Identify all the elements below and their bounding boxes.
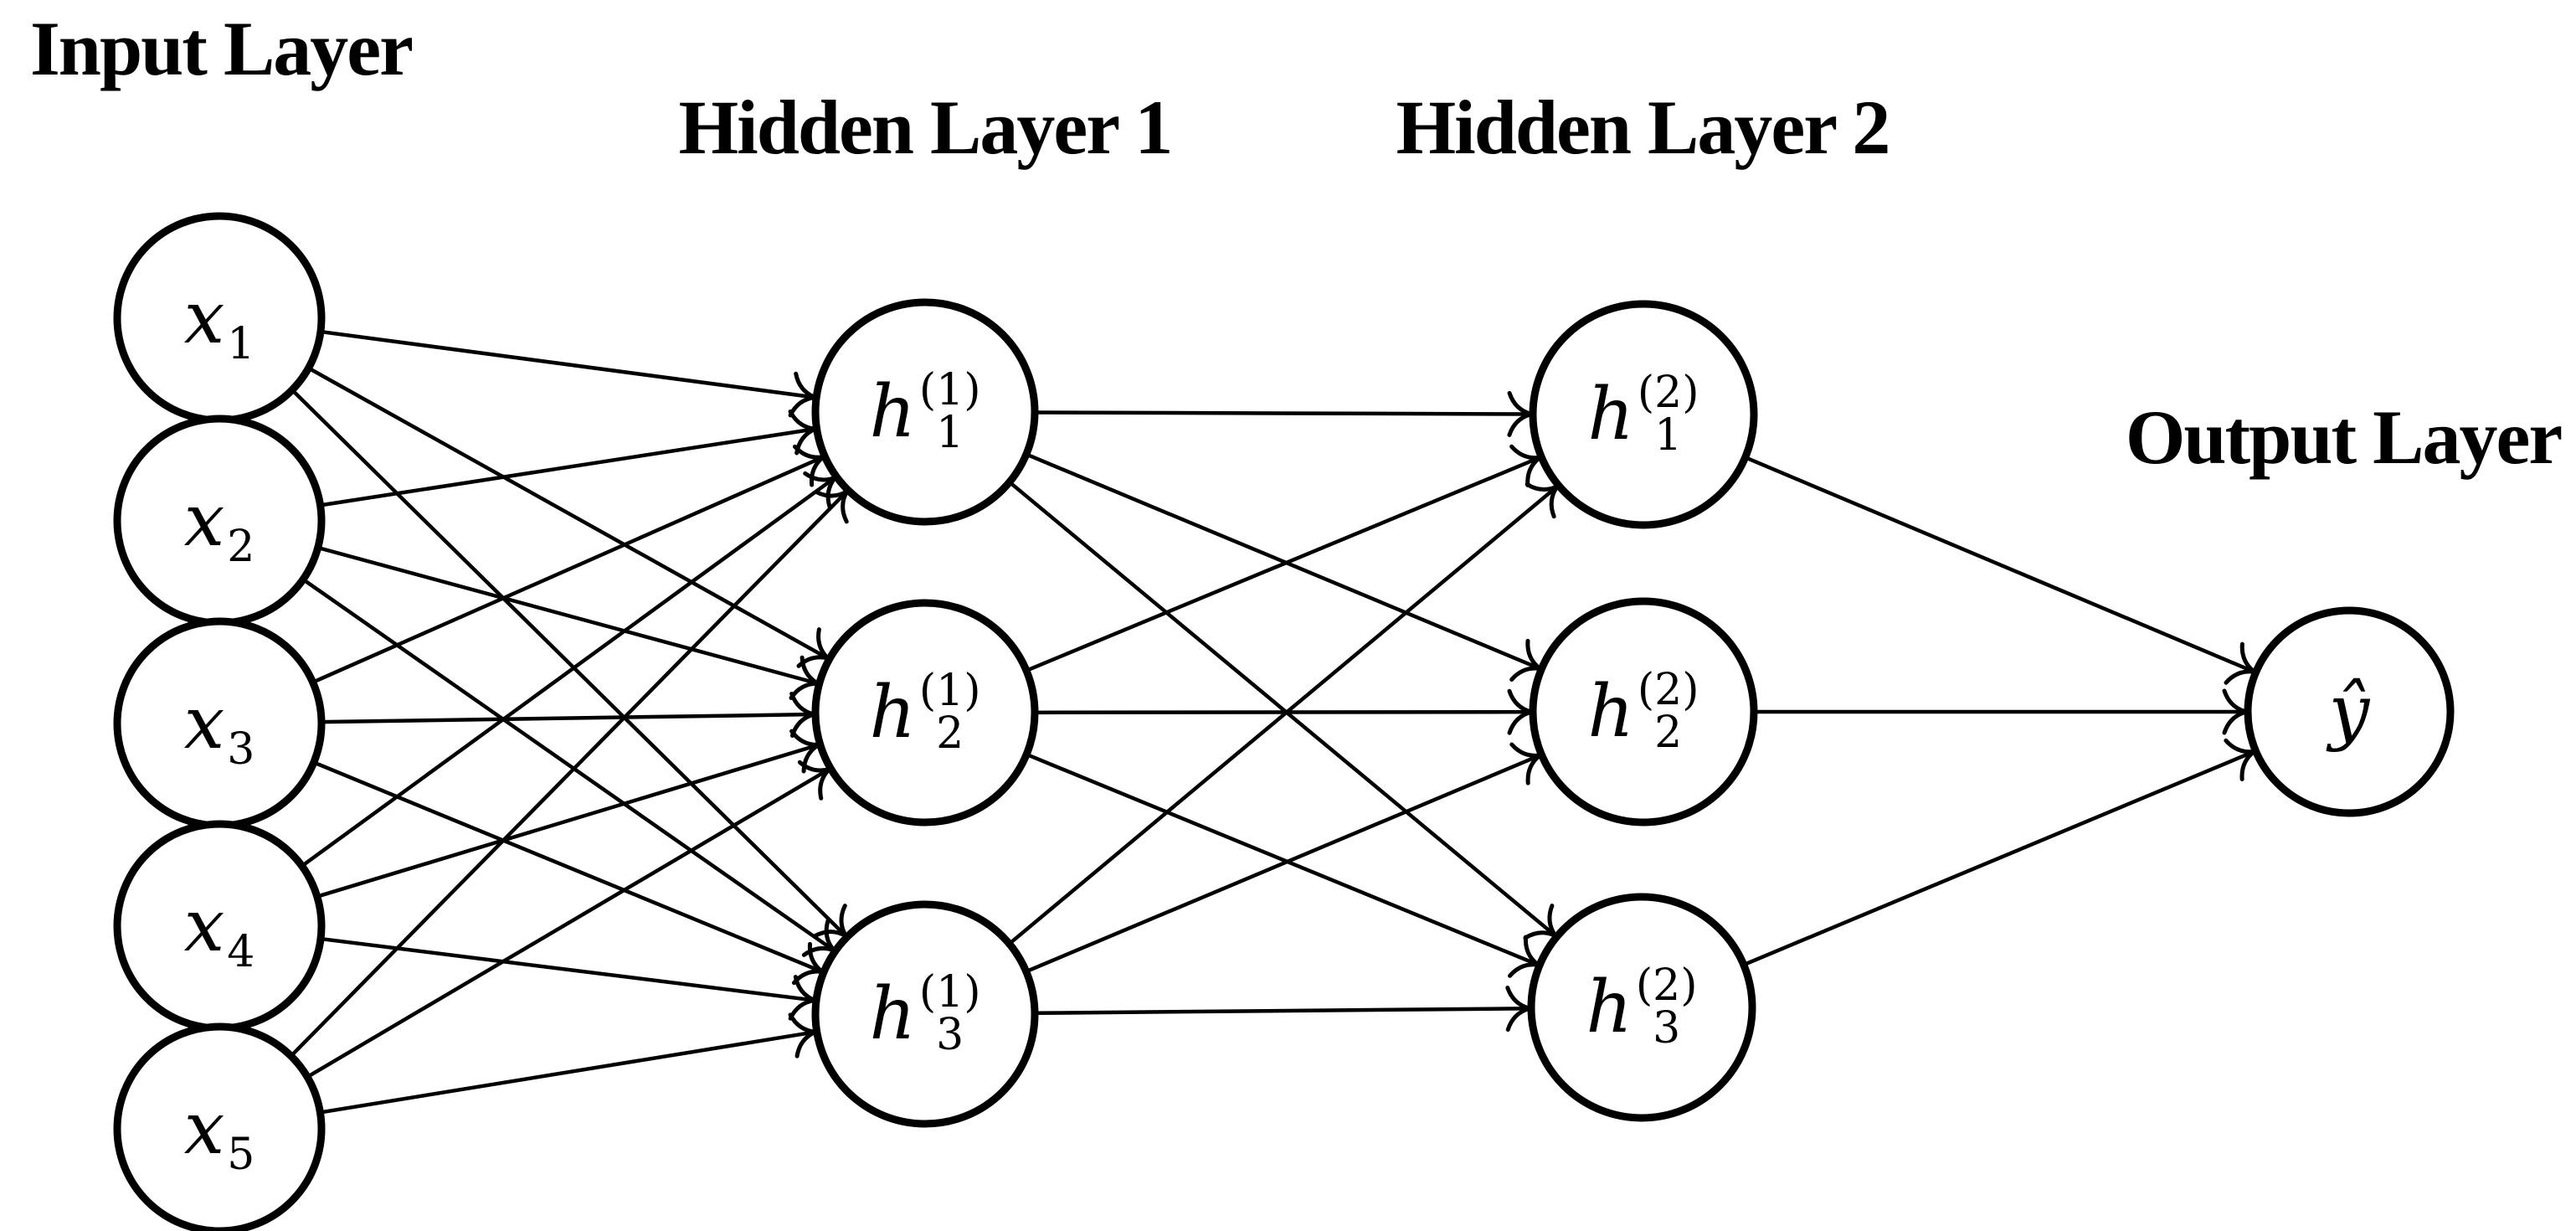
- edge-h2_3-yhat: [1742, 738, 2257, 967]
- title-hidden-layer-2: Hidden Layer 2: [1396, 85, 1891, 170]
- node-h2_1-label-base: h: [1587, 373, 1634, 456]
- edge-h1_3-h2_1: [1008, 482, 1560, 945]
- node-h1_1-label: h(1)1: [869, 365, 981, 458]
- node-x2-label-base: x: [183, 479, 225, 563]
- node-h2_2-label: h(2)2: [1587, 665, 1699, 758]
- node-h2_3-label-scripts: (2)3: [1635, 961, 1698, 1053]
- node-h2_3-label-subscript: 3: [1653, 1003, 1681, 1053]
- node-h1_3-label-base: h: [869, 972, 916, 1056]
- title-input-layer: Input Layer: [30, 6, 414, 91]
- node-h1_2-circle: [811, 599, 1039, 827]
- edge-x1-h1_3: [291, 389, 848, 939]
- node-h2_1-circle: [1529, 300, 1758, 529]
- node-h1_3-label-superscript: (1): [918, 967, 981, 1018]
- node-yhat-circle: [2244, 606, 2455, 817]
- node-x3-label-base: x: [183, 682, 225, 765]
- node-h2_1-label-superscript: (2): [1637, 368, 1699, 419]
- edge-x5-h1_1: [290, 489, 850, 1058]
- edge-x2-h1_2: [317, 545, 820, 700]
- node-h1_2-label: h(1)2: [869, 666, 981, 759]
- node-h2_2-label-scripts: (2)2: [1637, 665, 1699, 758]
- edge-x4-h1_2: [316, 729, 821, 899]
- edge-h1_1-h2_2: [1026, 452, 1542, 682]
- node-h1_3-label-scripts: (1)3: [919, 971, 981, 1057]
- node-yhat-label-base: ŷ: [2328, 670, 2370, 754]
- node-h1_1-circle: [811, 298, 1039, 526]
- edge-h1_3-h2_3: [1034, 985, 1532, 1032]
- node-h2_1-label: h(2)1: [1587, 368, 1699, 461]
- edge-x3-h1_1: [311, 444, 825, 684]
- title-hidden-layer-1: Hidden Layer 1: [678, 85, 1174, 170]
- edges-group: [290, 329, 2257, 1115]
- edge-x5-h1_2: [306, 760, 831, 1079]
- node-h1_2-label-subscript: 2: [936, 708, 964, 759]
- node-x4-label-base: x: [183, 884, 225, 968]
- edge-x1-h1_2: [307, 366, 830, 668]
- edge-h1_2-h2_1: [1026, 444, 1542, 672]
- node-x5-label-base: x: [183, 1087, 225, 1171]
- node-x3-label-subscript: 3: [227, 724, 255, 775]
- node-h2_1-label-subscript: 1: [1654, 410, 1683, 461]
- node-h1_3-circle: [811, 900, 1039, 1128]
- node-h2_2-label-subscript: 2: [1654, 708, 1683, 758]
- node-h1_1-label-subscript: 1: [936, 408, 964, 458]
- nodes-group: [113, 212, 2455, 1231]
- node-h2_3-label-superscript: (2): [1635, 961, 1698, 1012]
- edge-h1_2-h2_3: [1026, 752, 1540, 978]
- edge-h1_1-h2_3: [1008, 480, 1558, 940]
- node-x4-label-subscript: 4: [227, 927, 255, 977]
- node-h1_2-label-base: h: [869, 671, 916, 755]
- node-h1_1-label-base: h: [869, 370, 916, 454]
- node-h2_2-circle: [1529, 597, 1758, 827]
- title-output-layer: Output Layer: [2125, 394, 2563, 480]
- edge-x2-h1_3: [301, 578, 836, 957]
- edge-x3-h1_2: [321, 691, 816, 738]
- node-x5-circle: [113, 1022, 326, 1231]
- node-h2_1-label-scripts: (2)1: [1637, 368, 1699, 461]
- edge-h2_1-yhat: [1744, 456, 2257, 685]
- node-h2_2-label-superscript: (2): [1637, 665, 1699, 716]
- edge-x4-h1_3: [320, 936, 817, 1021]
- node-h1_2-label-superscript: (1): [918, 666, 981, 717]
- node-h1_3-label: h(1)3: [869, 971, 980, 1057]
- edge-x1-h1_1: [320, 329, 817, 418]
- node-h1_1-label-scripts: (1)1: [918, 365, 981, 458]
- node-x2-label-subscript: 2: [227, 522, 255, 572]
- node-h1_2-label-scripts: (1)2: [918, 666, 981, 759]
- edge-h1_1-h2_1: [1034, 390, 1534, 437]
- node-yhat-label: ŷ: [2329, 676, 2370, 748]
- node-h1_3-label-subscript: 3: [936, 1010, 964, 1060]
- node-h2_3-circle: [1527, 893, 1756, 1122]
- node-h2_3-label: h(2)3: [1586, 961, 1698, 1053]
- node-x1-label-base: x: [183, 276, 225, 360]
- edge-x4-h1_1: [301, 471, 837, 868]
- node-x1-label-subscript: 1: [227, 319, 255, 369]
- node-h2_2-label-base: h: [1587, 670, 1634, 754]
- node-h2_3-label-base: h: [1586, 966, 1632, 1049]
- node-x5-label-subscript: 5: [227, 1130, 255, 1180]
- edge-h1_2-h2_2: [1034, 688, 1534, 735]
- node-h1_1-label-superscript: (1): [918, 365, 981, 416]
- edge-x5-h1_3: [320, 1012, 818, 1115]
- edge-h1_3-h2_2: [1025, 742, 1542, 974]
- edge-x2-h1_1: [320, 409, 818, 507]
